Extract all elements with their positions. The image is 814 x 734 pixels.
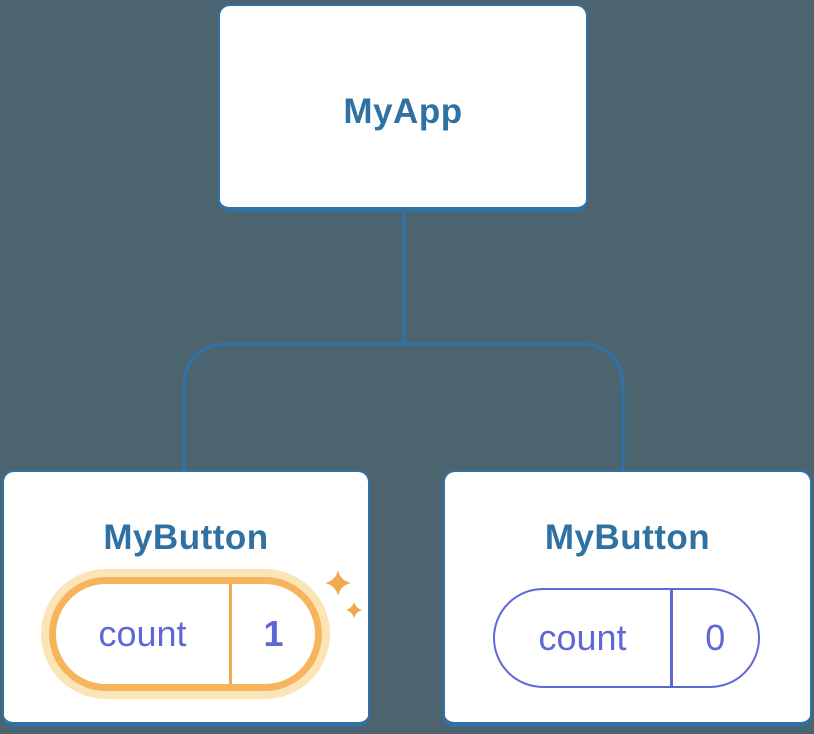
state-key: count [98, 613, 187, 654]
state-value: 1 [263, 613, 284, 654]
node-label: MyApp [343, 92, 463, 131]
node-mybutton-right: MyButton count 0 [443, 470, 812, 727]
pill-divider [670, 590, 673, 686]
pill-divider [229, 584, 232, 684]
node-mybutton-left: MyButton count 1 [2, 470, 370, 727]
state-pill: count 0 [493, 588, 760, 688]
node-label: MyButton [544, 518, 711, 557]
state-pill-highlighted: count 1 [49, 577, 322, 691]
node-myapp: MyApp [218, 4, 588, 212]
state-value: 0 [705, 617, 726, 658]
node-label: MyButton [103, 518, 269, 557]
sparkle-icon [325, 570, 363, 619]
branch-bracket-line [182, 342, 625, 470]
state-key: count [538, 617, 627, 658]
